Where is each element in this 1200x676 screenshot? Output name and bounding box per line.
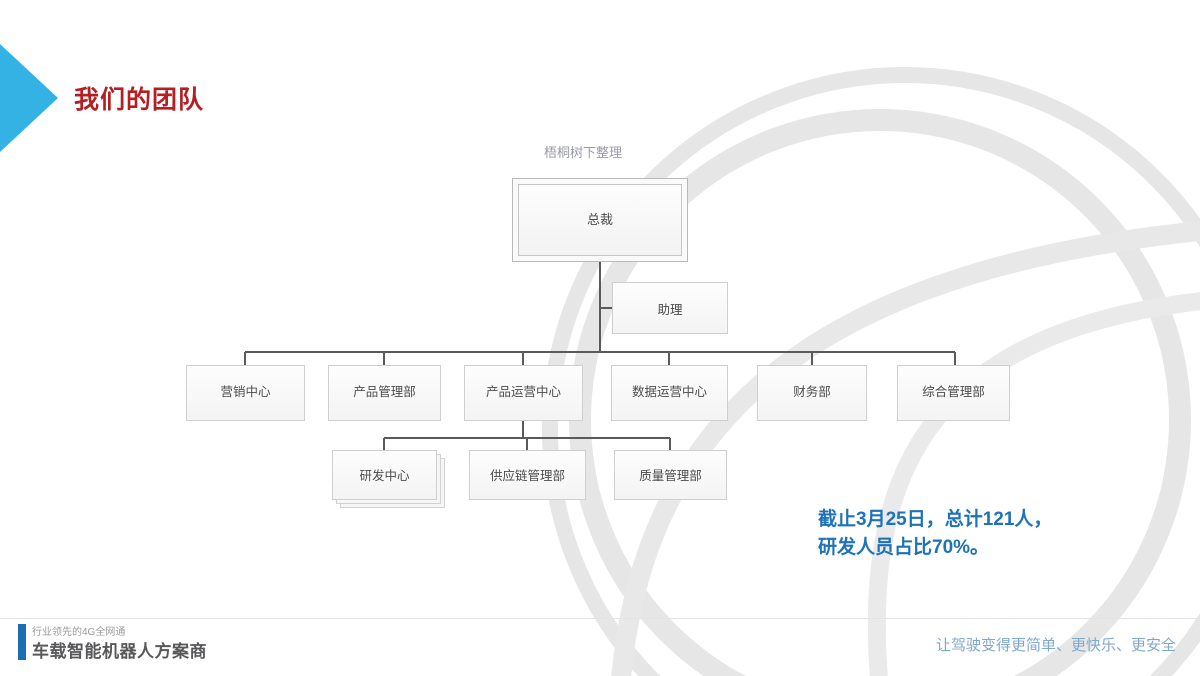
headcount-stat-line-1: 截止3月25日，总计121人， [818, 509, 1053, 530]
org-node-finance[interactable]: 财务部 [757, 365, 867, 421]
org-node-general-management[interactable]: 综合管理部 [897, 365, 1010, 421]
org-node-supply-chain[interactable]: 供应链管理部 [469, 450, 586, 500]
org-node-product-management-label: 产品管理部 [353, 385, 416, 399]
org-node-data-operations-label: 数据运营中心 [631, 385, 707, 399]
org-node-president[interactable]: 总裁 [512, 178, 688, 262]
org-node-supply-chain-label: 供应链管理部 [489, 469, 565, 483]
org-node-rnd-label: 研发中心 [359, 469, 410, 483]
org-node-assistant-label: 助理 [657, 303, 683, 317]
org-node-rnd[interactable]: 研发中心 [332, 450, 437, 500]
org-node-data-operations[interactable]: 数据运营中心 [611, 365, 728, 421]
org-node-assistant[interactable]: 助理 [612, 282, 728, 334]
org-node-quality[interactable]: 质量管理部 [614, 450, 727, 500]
page-title: 我们的团队 [74, 86, 205, 114]
footer-tagline: 行业领先的4G全网通 [32, 627, 126, 638]
org-node-product-operations-label: 产品运营中心 [485, 385, 561, 399]
footer-slogan: 让驾驶变得更简单、更快乐、更安全 [935, 637, 1176, 654]
footer-divider [0, 618, 1200, 619]
org-node-product-management[interactable]: 产品管理部 [328, 365, 441, 421]
headcount-stat-note: 截止3月25日，总计121人， 研发人员占比70%。 [818, 506, 1052, 562]
org-node-quality-label: 质量管理部 [639, 469, 702, 483]
org-node-product-operations[interactable]: 产品运营中心 [464, 365, 583, 421]
org-node-marketing[interactable]: 营销中心 [186, 365, 305, 421]
footer-accent-bar [18, 624, 26, 660]
org-node-finance-label: 财务部 [793, 385, 831, 399]
footer-brand: 车载智能机器人方案商 [32, 642, 207, 661]
triangle-right-icon [0, 44, 58, 152]
headcount-stat-line-2: 研发人员占比70%。 [818, 537, 990, 558]
org-node-marketing-label: 营销中心 [220, 385, 271, 399]
org-node-general-management-label: 综合管理部 [922, 385, 985, 399]
org-node-president-label: 总裁 [586, 212, 613, 227]
